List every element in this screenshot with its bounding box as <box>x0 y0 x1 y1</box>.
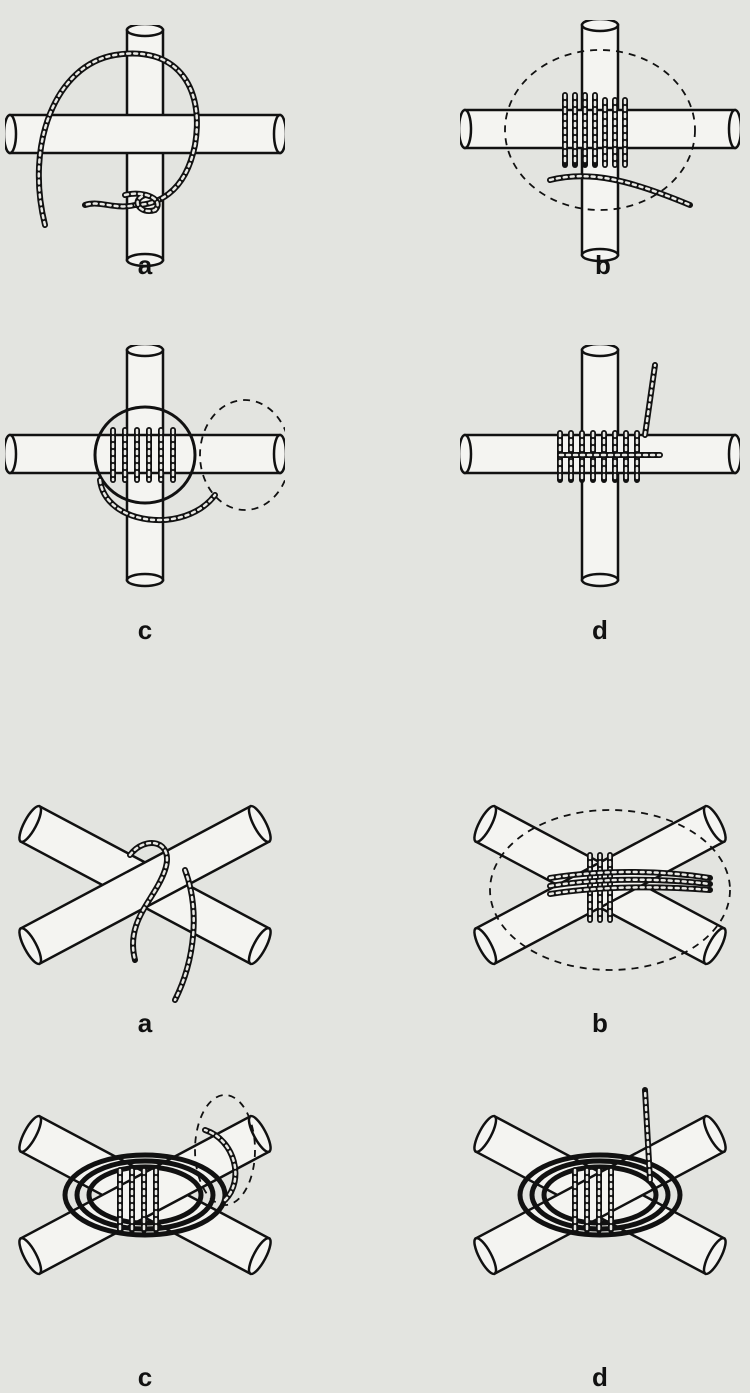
step-label: c <box>137 615 153 645</box>
motion-path <box>504 49 696 211</box>
horizontal-pole-end <box>460 108 473 150</box>
step-label: d <box>592 615 608 645</box>
rope-twist <box>548 886 712 896</box>
motion-path <box>199 399 285 511</box>
vertical-pole-end <box>125 572 165 588</box>
diagonal-pole-end <box>18 1114 43 1154</box>
diagonal-pole-end <box>473 1114 498 1154</box>
vertical-pole-end <box>580 247 620 263</box>
step-label: d <box>592 1362 608 1392</box>
lashing-illustration <box>460 345 740 588</box>
square-lashing-step-b <box>435 20 750 270</box>
vertical-pole-end <box>125 345 165 358</box>
step-label: c <box>137 1362 153 1392</box>
lashing-illustration <box>18 804 272 1003</box>
motion-path <box>194 1094 256 1206</box>
horizontal-pole-end <box>272 113 285 155</box>
diagonal-pole-end <box>473 804 498 844</box>
lashing-a <box>18 804 272 1003</box>
lashing-illustration <box>5 25 285 268</box>
frapping-turn <box>93 405 197 505</box>
rope-twist <box>128 841 169 962</box>
diagonal-lashing-step-a <box>0 760 310 1010</box>
lashing-illustration <box>473 1087 727 1276</box>
step-label: b <box>595 250 611 280</box>
diagonal-lashing-step-b <box>435 760 750 1010</box>
diagonal-lashing-step-d <box>435 1070 750 1320</box>
lashing-b <box>460 20 740 263</box>
square-lashing-step-c <box>0 345 310 595</box>
lashing-c <box>18 1094 272 1276</box>
vertical-pole-end <box>580 572 620 588</box>
rope-twist <box>123 192 159 213</box>
rope-twist <box>548 870 712 880</box>
horizontal-pole-end <box>460 433 473 475</box>
diagonal-pole-end <box>18 1236 43 1276</box>
pole-group <box>18 804 272 966</box>
square-lashing-step-d <box>435 345 750 595</box>
lashing-d <box>473 1087 727 1276</box>
diagonal-pole-end <box>702 1236 727 1276</box>
diagonal-lashing-step-c <box>0 1070 310 1320</box>
rope-twist <box>98 478 217 522</box>
diagonal-pole-end <box>702 1114 727 1154</box>
diagonal-pole-end <box>18 804 43 844</box>
vertical-pole-end <box>125 252 165 268</box>
lashing-illustration <box>473 804 731 971</box>
diagonal-pole-end <box>247 1236 272 1276</box>
diagonal-pole-end <box>247 804 272 844</box>
horizontal-pole-end <box>272 433 285 475</box>
vertical-pole-end <box>580 345 620 358</box>
diagonal-pole-end <box>473 926 498 966</box>
step-label: b <box>592 1008 608 1038</box>
lashing-b <box>473 804 731 971</box>
horizontal-pole-end <box>5 433 18 475</box>
rope-twist <box>548 174 692 207</box>
rope-twist <box>173 868 195 1002</box>
diagonal-pole-end <box>473 1236 498 1276</box>
horizontal-pole <box>8 433 282 475</box>
step-label: a <box>137 1008 153 1038</box>
step-label: a <box>137 250 153 280</box>
lashing-illustration <box>18 1094 272 1276</box>
vertical-pole-end <box>125 25 165 38</box>
diagonal-pole-end <box>247 1114 272 1154</box>
rope-turn <box>62 1152 228 1238</box>
diagonal-pole-end <box>18 926 43 966</box>
vertical-pole-end <box>580 20 620 33</box>
horizontal-pole-end <box>727 433 740 475</box>
rope-turn <box>517 1152 683 1238</box>
rope-twist <box>203 1128 237 1202</box>
lashing-c <box>5 345 285 588</box>
lashing-illustration <box>460 20 740 263</box>
square-lashing-step-a <box>0 25 310 275</box>
rope-twist <box>643 363 657 437</box>
lashing-illustration <box>5 345 285 588</box>
horizontal-pole-end <box>5 113 18 155</box>
motion-path <box>489 809 731 971</box>
diagonal-pole-end <box>247 926 272 966</box>
diagonal-pole-end <box>702 926 727 966</box>
rope-twist <box>548 878 712 888</box>
rope-twist <box>643 1088 652 1182</box>
diagonal-pole-end <box>702 804 727 844</box>
horizontal-pole-end <box>727 108 740 150</box>
lashing-a <box>5 25 285 268</box>
lashing-d <box>460 345 740 588</box>
